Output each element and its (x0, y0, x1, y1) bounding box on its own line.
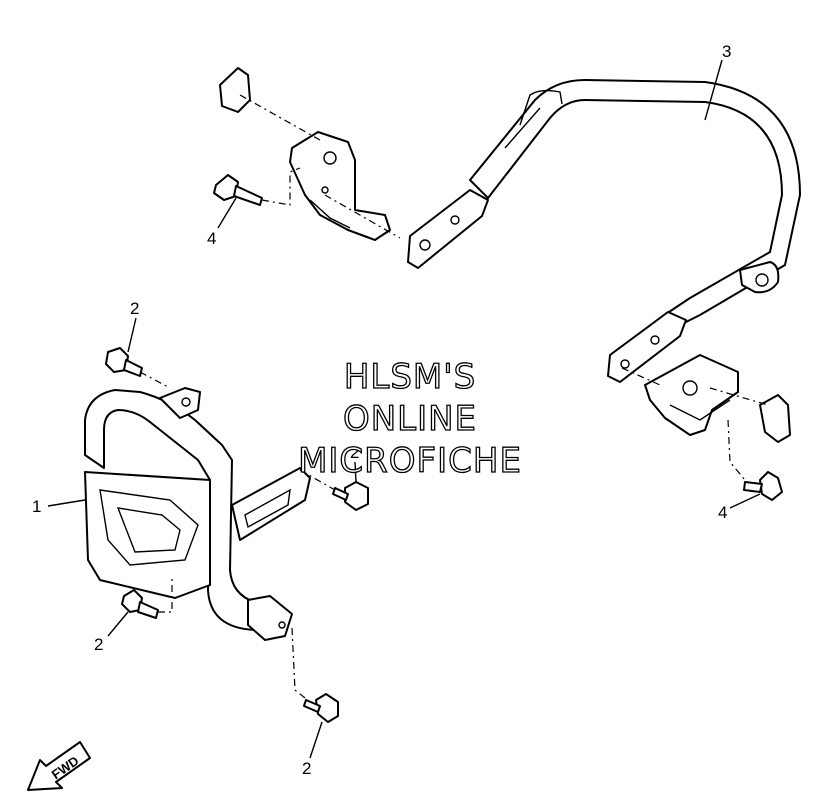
callout-part-4-left: 4 (207, 229, 216, 248)
bolt-part-2-lower-left (121, 589, 159, 619)
callout-part-2-lower-left: 2 (94, 635, 103, 654)
bolt-part-2-upper (105, 347, 143, 377)
watermark-line-2: ONLINE (343, 399, 477, 439)
watermark-line-1: HLSM'S (344, 357, 476, 397)
callout-part-2-right: 2 (350, 443, 359, 462)
watermark-line-3: MICROFICHE (298, 441, 522, 481)
rear-grab-bar (407, 79, 801, 383)
front-guard (84, 387, 311, 641)
callout-part-3: 3 (722, 42, 731, 61)
callout-part-1: 1 (32, 497, 41, 516)
rear-left-bracket (219, 67, 391, 241)
watermark: HLSM'S ONLINE MICROFICHE (297, 356, 522, 481)
leader-lines (47, 59, 761, 759)
callout-part-2-upper: 2 (130, 299, 139, 318)
callout-part-4-right: 4 (718, 503, 727, 522)
bolt-part-4-left (213, 174, 263, 206)
fwd-direction-arrow: FWD (27, 741, 91, 791)
bolt-part-2-right (332, 481, 369, 511)
bolt-part-4-right (743, 471, 783, 501)
callout-part-2-bottom: 2 (302, 759, 311, 778)
rear-right-bracket (644, 354, 791, 443)
bolt-part-2-bottom (303, 693, 339, 723)
alignment-lines (139, 94, 769, 703)
